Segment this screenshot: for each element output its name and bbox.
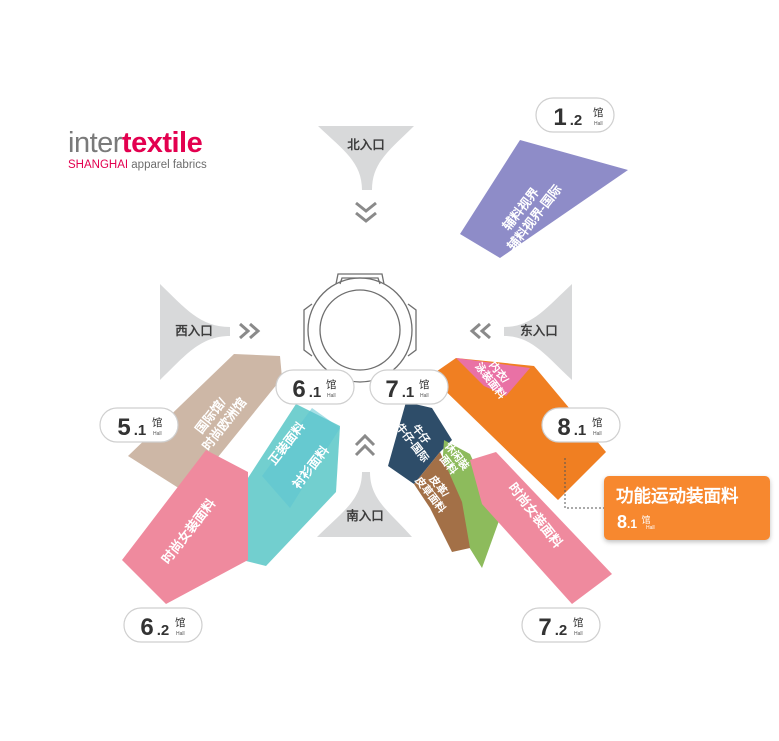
- hall-badge-7-1[interactable]: 7 .1 馆 Hall: [369, 369, 449, 405]
- hall-6-1-zone[interactable]: 正装面料 衬衫面料: [234, 404, 340, 566]
- svg-text:7: 7: [385, 376, 398, 403]
- svg-text:馆: 馆: [419, 378, 430, 391]
- callout-hall-number: 8.1 馆 Hall: [617, 512, 655, 532]
- svg-text:Hall: Hall: [593, 431, 602, 437]
- logo-subline: SHANGHAI apparel fabrics: [68, 159, 207, 171]
- west-entrance[interactable]: 西入口: [160, 284, 261, 380]
- hall-1-2-zone[interactable]: 辅料视界 辅料视界-国际: [460, 140, 628, 258]
- svg-text:馆: 馆: [573, 616, 584, 629]
- north-entrance-label: 北入口: [347, 137, 385, 152]
- callout-sportswear[interactable]: 功能运动装面料 8.1 馆 Hall: [604, 476, 770, 540]
- west-entrance-label: 西入口: [175, 324, 213, 338]
- svg-text:馆: 馆: [175, 616, 186, 629]
- svg-text:.2: .2: [157, 622, 170, 639]
- svg-text:Hall: Hall: [176, 631, 185, 637]
- hall-badge-6-1[interactable]: 6 .1 馆 Hall: [275, 369, 355, 405]
- svg-text:Hall: Hall: [420, 393, 429, 399]
- svg-text:Hall: Hall: [327, 393, 336, 399]
- hall-5-1-zone[interactable]: 国际馆/ 时尚欧洲馆: [128, 354, 282, 494]
- svg-text:馆: 馆: [592, 416, 603, 429]
- central-rotunda: [303, 273, 417, 383]
- callout-title: 功能运动装面料: [616, 486, 739, 506]
- hall-7-1-zone[interactable]: 牛仔 牛仔-国际 休闲装 面料 皮革/ 皮草面料: [388, 402, 500, 568]
- svg-text:.1: .1: [574, 422, 587, 439]
- hall-badge-7-2[interactable]: 7 .2 馆 Hall: [521, 607, 601, 643]
- svg-text:Hall: Hall: [153, 431, 162, 437]
- callout-leader-line: [564, 458, 604, 509]
- svg-text:馆: 馆: [152, 416, 163, 429]
- svg-text:8: 8: [557, 414, 570, 441]
- hall-6-2-zone[interactable]: 时尚女装面料: [122, 450, 248, 604]
- hall-badge-8-1[interactable]: 8 .1 馆 Hall: [541, 407, 621, 443]
- svg-text:.2: .2: [570, 112, 583, 129]
- svg-text:Hall: Hall: [574, 631, 583, 637]
- svg-text:6: 6: [140, 614, 153, 641]
- logo-wordmark: intertextile: [68, 127, 203, 159]
- east-entrance-label: 东入口: [520, 323, 558, 338]
- svg-text:1: 1: [553, 104, 566, 131]
- svg-text:.1: .1: [134, 422, 147, 439]
- north-entrance[interactable]: 北入口: [318, 126, 414, 223]
- svg-text:.1: .1: [402, 384, 415, 401]
- south-entrance[interactable]: 南入口: [317, 433, 412, 537]
- east-entrance[interactable]: 东入口: [469, 284, 572, 380]
- svg-text:6: 6: [292, 376, 305, 403]
- hall-badge-6-2[interactable]: 6 .2 馆 Hall: [123, 607, 203, 643]
- svg-text:.1: .1: [309, 384, 322, 401]
- hall-badge-1-2[interactable]: 1 .2 馆 Hall: [535, 97, 615, 133]
- svg-text:Hall: Hall: [594, 121, 603, 127]
- svg-text:馆: 馆: [593, 106, 604, 119]
- south-entrance-label: 南入口: [346, 508, 384, 523]
- hall-badge-5-1[interactable]: 5 .1 馆 Hall: [99, 407, 179, 443]
- intertextile-logo: intertextile SHANGHAI apparel fabrics: [68, 128, 207, 172]
- hall-8-1-zone[interactable]: 内衣/ 泳装面料: [430, 353, 606, 500]
- svg-text:5: 5: [117, 414, 130, 441]
- svg-text:.2: .2: [555, 622, 568, 639]
- svg-text:7: 7: [538, 614, 551, 641]
- svg-text:馆: 馆: [326, 378, 337, 391]
